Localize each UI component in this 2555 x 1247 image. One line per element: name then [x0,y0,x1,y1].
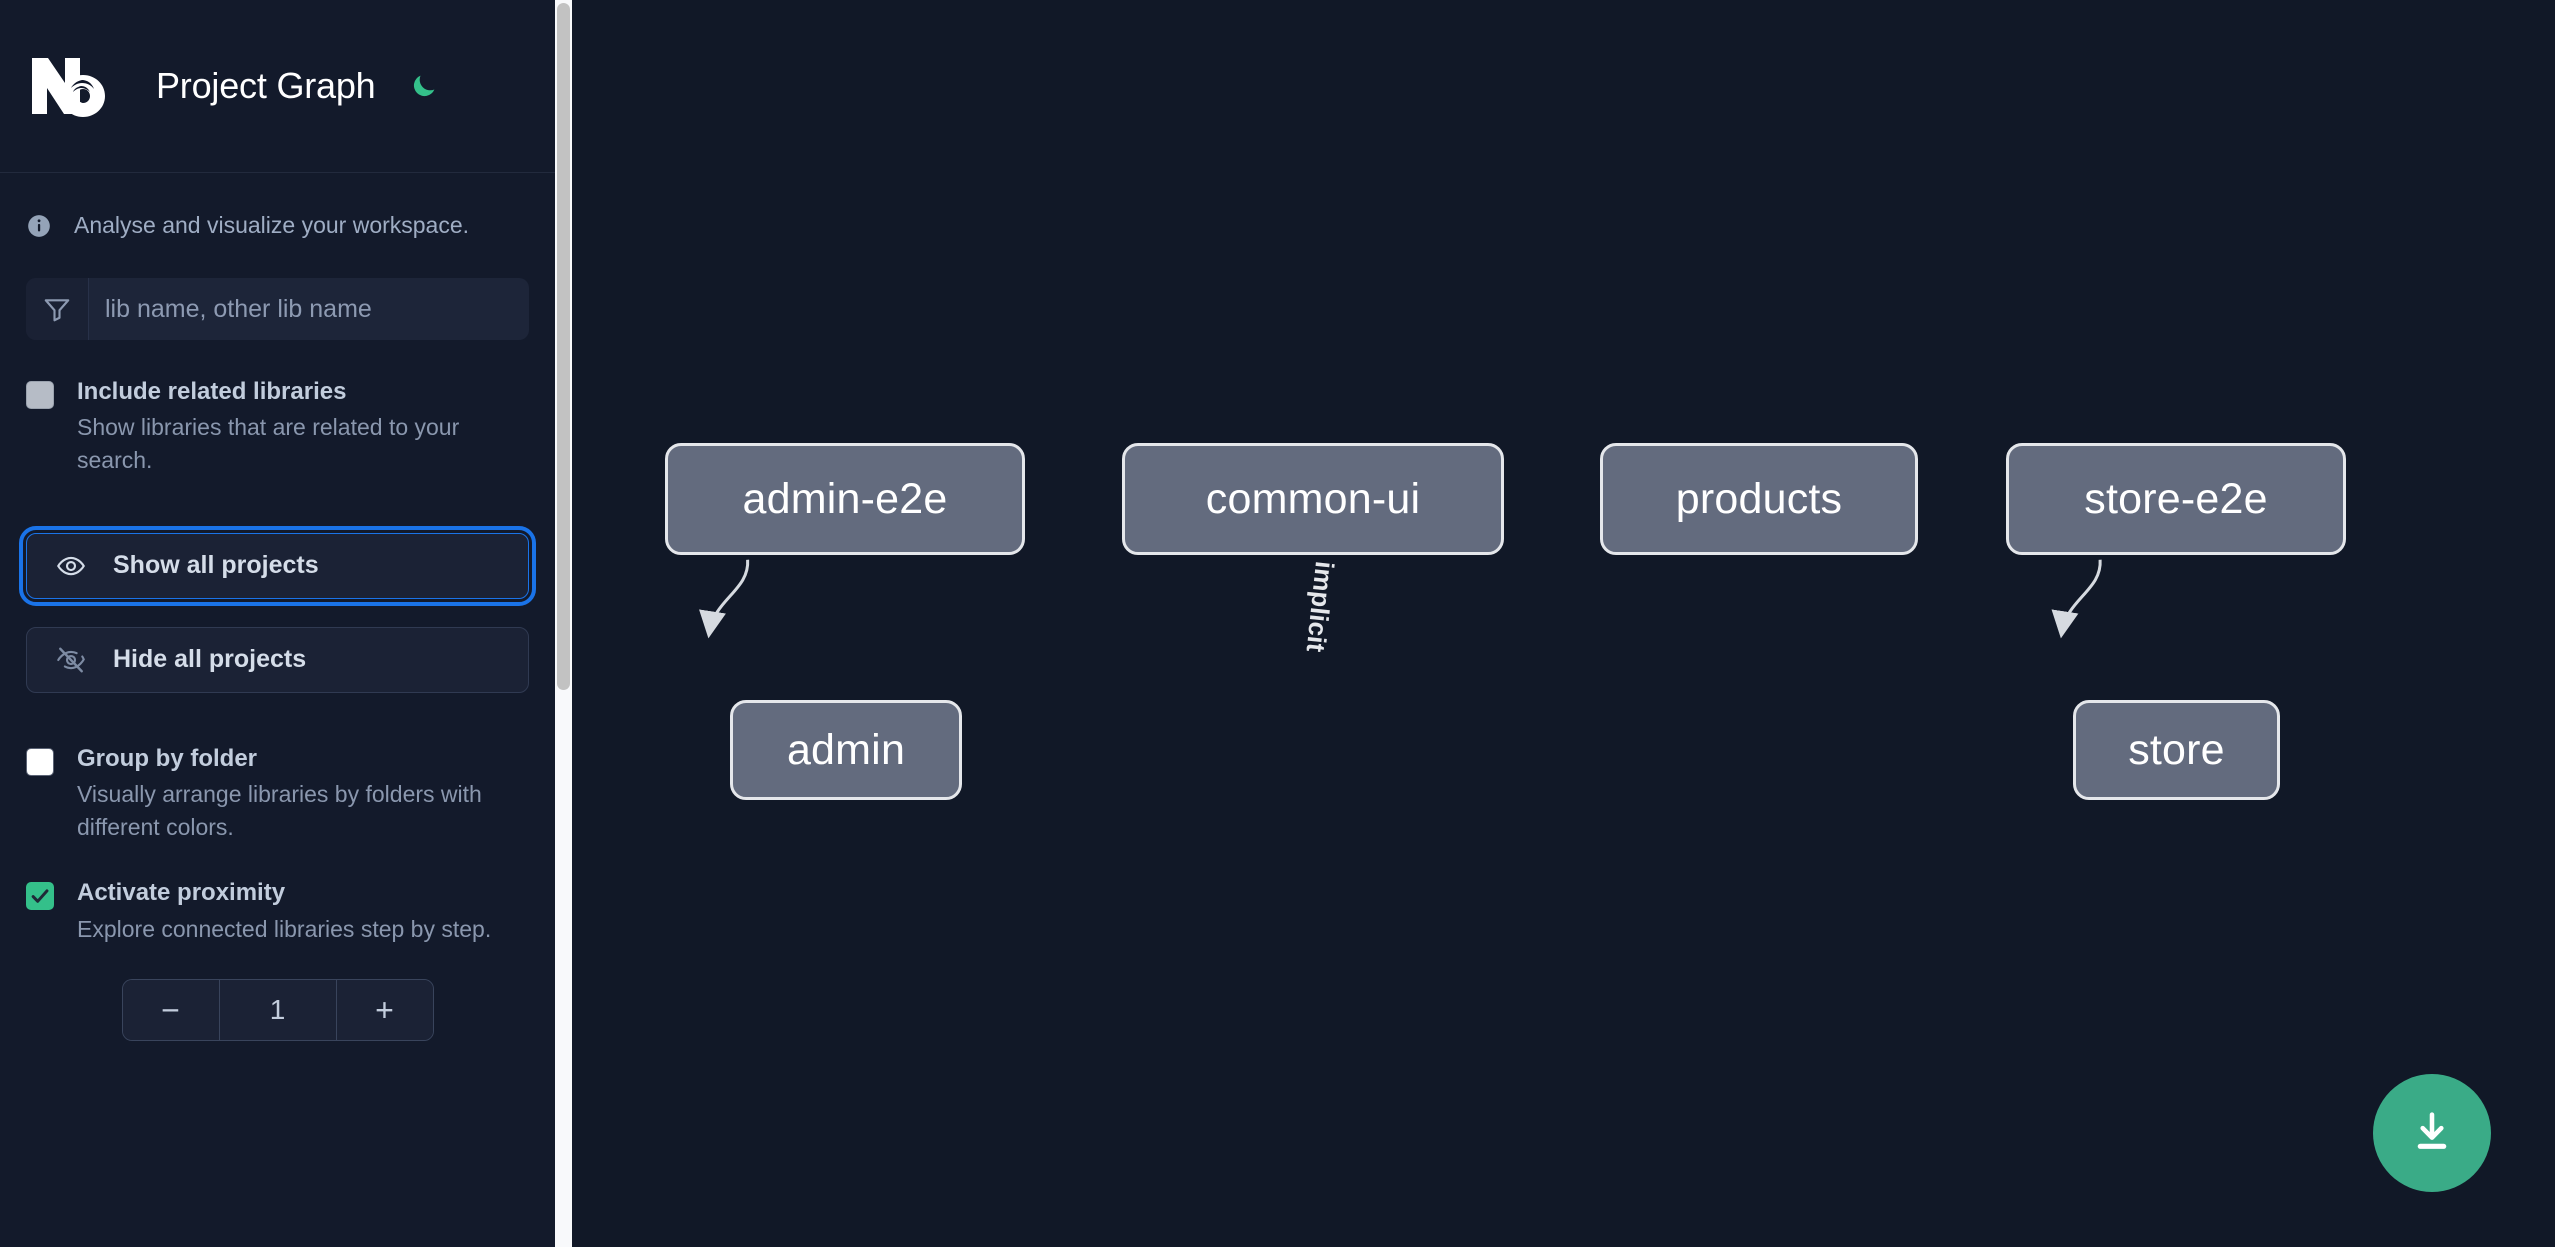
spacer [26,721,529,743]
option-description: Show libraries that are related to your … [77,414,460,474]
hide-all-projects-label: Hide all projects [113,645,307,674]
sidebar: Project Graph Analyse and visualize your… [0,0,555,1247]
sidebar-header: Project Graph [0,0,555,173]
sidebar-scrollbar-track[interactable] [555,0,572,1247]
spacer [26,511,529,533]
checkbox-activate-proximity[interactable] [26,882,54,911]
checkbox-group-by-folder[interactable] [26,747,54,776]
option-group-by-folder[interactable]: Group by folder Visually arrange librari… [26,743,529,844]
hide-all-projects-button[interactable]: Hide all projects [26,626,529,693]
eye-icon [55,550,87,582]
graph-node-admin-e2e[interactable]: admin-e2e [665,443,1025,555]
sidebar-body: Include related libraries Show libraries… [0,278,555,1042]
graph-node-products[interactable]: products [1600,443,1918,555]
graph-node-store-e2e[interactable]: store-e2e [2006,443,2346,555]
graph-node-common-ui[interactable]: common-ui [1122,443,1504,555]
proximity-stepper-wrap: − 1 + [26,979,529,1042]
graph-node-store[interactable]: store [2073,700,2280,800]
proximity-stepper: − 1 + [121,979,434,1042]
graph-edges-layer [699,559,2102,639]
eye-off-icon [55,644,87,676]
option-include-related-libraries[interactable]: Include related libraries Show libraries… [26,376,529,477]
option-description: Visually arrange libraries by folders wi… [77,781,482,840]
check-icon [31,889,49,904]
option-title: Group by folder [77,744,257,772]
search-input[interactable] [89,278,529,340]
workspace-info-text: Analyse and visualize your workspace. [74,212,470,238]
stepper-decrement-button[interactable]: − [122,980,219,1041]
stepper-value: 1 [218,980,337,1041]
filter-icon [26,278,89,340]
show-all-projects-button[interactable]: Show all projects [19,525,536,606]
graph-node-admin[interactable]: admin [730,700,962,800]
sidebar-scrollbar-thumb[interactable] [557,3,570,690]
download-icon [2406,1106,2458,1161]
page-title: Project Graph [156,65,376,106]
stepper-increment-button[interactable]: + [336,980,433,1041]
option-title: Activate proximity [77,879,286,907]
download-graph-button[interactable] [2373,1074,2491,1192]
moon-icon[interactable] [404,66,444,106]
option-description: Explore connected libraries step by step… [77,915,492,942]
search-box[interactable] [26,278,529,340]
show-all-projects-label: Show all projects [113,551,319,580]
graph-canvas[interactable]: implicit implicit admin-e2e common-ui pr… [555,0,2555,1247]
nx-logo-icon [26,53,122,119]
workspace-info: Analyse and visualize your workspace. [0,173,555,278]
checkbox-include-related-libraries[interactable] [26,381,54,409]
option-title: Include related libraries [77,378,347,405]
option-activate-proximity[interactable]: Activate proximity Explore connected lib… [26,877,529,945]
info-circle-icon [26,213,52,239]
